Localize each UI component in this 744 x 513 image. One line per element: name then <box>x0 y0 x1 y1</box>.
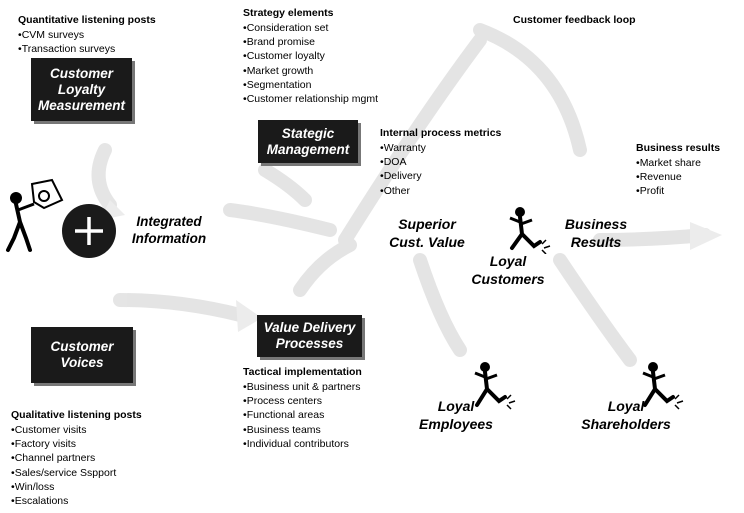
label-line: Loyal <box>437 398 475 414</box>
list-item: DOA <box>380 155 426 169</box>
loyal-shareholder-figure-icon <box>642 362 684 410</box>
list-item: Channel partners <box>11 451 116 465</box>
label-line: Integrated <box>136 214 202 229</box>
strategy-list: Consideration set Brand promise Customer… <box>243 21 378 106</box>
strategy-title: Strategy elements <box>243 7 334 19</box>
list-item: Win/loss <box>11 480 116 494</box>
box-label: Management <box>266 141 350 157</box>
list-item: CVM surveys <box>18 28 115 42</box>
internal-metrics-title: Internal process metrics <box>380 127 502 139</box>
list-item: Process centers <box>243 394 361 408</box>
plus-circle-icon <box>62 204 116 258</box>
label-line: Superior <box>398 216 456 232</box>
list-item: Business teams <box>243 423 361 437</box>
list-item: Market growth <box>243 64 378 78</box>
loyal-employees-label: Loyal Employees <box>411 397 501 433</box>
internal-metrics-list: Warranty DOA Delivery Other <box>380 141 426 198</box>
loyal-customer-figure-icon <box>509 207 551 254</box>
list-item: Warranty <box>380 141 426 155</box>
label-line: Information <box>131 231 207 246</box>
label-line: Business <box>564 216 628 232</box>
list-item: Transaction surveys <box>18 42 116 56</box>
list-item: Business unit & partners <box>243 380 361 394</box>
label-line: Cust. Value <box>389 234 465 250</box>
qualitative-list: Customer visits Factory visits Channel p… <box>11 423 117 508</box>
label-line: Customers <box>471 271 545 287</box>
qualitative-title: Qualitative listening posts <box>11 409 142 421</box>
list-item: Customer loyalty <box>243 49 378 63</box>
label-line: Loyal <box>607 398 645 414</box>
value-delivery-processes-box: Value Delivery Processes <box>257 315 362 357</box>
list-item: Consideration set <box>243 21 378 35</box>
list-item: Segmentation <box>243 78 378 92</box>
superior-cust-value-label: Superior Cust. Value <box>386 215 468 251</box>
list-item: Other <box>380 184 426 198</box>
business-results-list: Market share Revenue Profit <box>636 156 701 199</box>
box-label: Processes <box>275 336 344 351</box>
list-item: Escalations <box>11 494 116 508</box>
label-line: Results <box>570 234 622 250</box>
label-line: Employees <box>419 416 493 432</box>
list-item: Market share <box>636 156 701 170</box>
list-item: Profit <box>636 184 701 198</box>
customer-loyalty-measurement-box: Customer Loyalty Measurement <box>31 58 132 121</box>
feedback-loop-label: Customer feedback loop <box>513 14 636 26</box>
label-line: Shareholders <box>581 416 671 432</box>
customer-voices-box: Customer Voices <box>31 327 133 383</box>
business-results-title: Business results <box>636 142 721 154</box>
label-line: Loyal <box>489 253 527 269</box>
box-label: Loyalty <box>57 81 106 97</box>
list-item: Individual contributors <box>243 437 361 451</box>
tactical-list: Business unit & partners Process centers… <box>243 380 361 451</box>
loyal-shareholders-label: Loyal Shareholders <box>572 397 680 433</box>
box-label: Customer <box>49 65 113 81</box>
box-label: Value Delivery <box>263 320 356 335</box>
box-label: Customer <box>50 339 114 354</box>
list-item: Factory visits <box>11 437 116 451</box>
business-results-label: Business Results <box>558 215 634 251</box>
box-label: Voices <box>60 355 104 370</box>
tactical-title: Tactical implementation <box>243 366 362 378</box>
list-item: Revenue <box>636 170 701 184</box>
list-item: Customer relationship mgmt <box>243 92 378 106</box>
person-with-magnifier-icon <box>6 178 64 252</box>
list-item: Sales/service Sspport <box>11 466 117 480</box>
loyal-customers-label: Loyal Customers <box>463 252 553 288</box>
list-item: Functional areas <box>243 408 361 422</box>
box-label: Stategic <box>281 125 335 141</box>
list-item: Customer visits <box>11 423 116 437</box>
loyal-employee-figure-icon <box>474 362 516 410</box>
box-label: Measurement <box>37 97 126 113</box>
quantitative-title: Quantitative listening posts <box>18 14 156 26</box>
integrated-information-label: Integrated Information <box>114 213 224 247</box>
quantitative-list: CVM surveys Transaction surveys <box>18 28 116 56</box>
list-item: Delivery <box>380 169 426 183</box>
strategic-management-box: Stategic Management <box>258 120 358 163</box>
list-item: Brand promise <box>243 35 378 49</box>
